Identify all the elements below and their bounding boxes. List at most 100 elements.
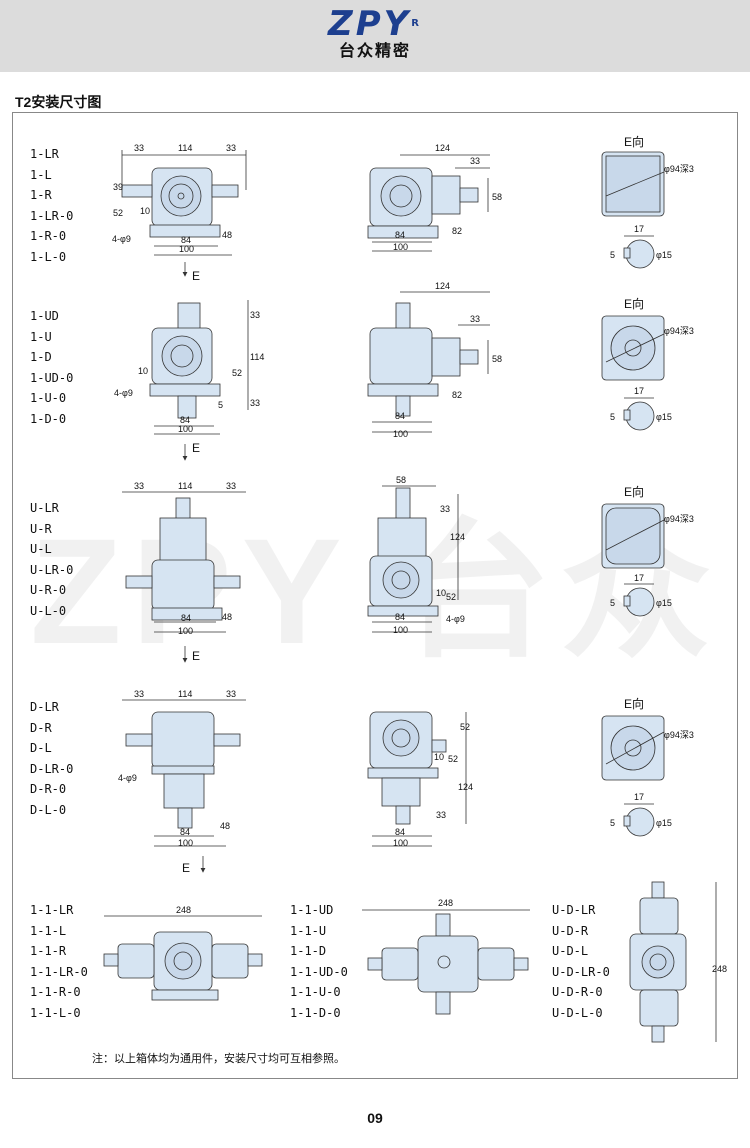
dim-label: 52 — [460, 722, 470, 732]
dim-label: 33 — [226, 689, 236, 699]
dim-label: 10 — [436, 588, 446, 598]
dim-label: 17 — [634, 386, 644, 396]
dim-label: φ15 — [656, 598, 672, 608]
dim-label: 52 — [448, 754, 458, 764]
dim-label: 33 — [250, 398, 260, 408]
model-list-group-3: U-LR U-R U-L U-LR-0 U-R-0 U-L-0 — [30, 498, 73, 621]
dim-label: 33 — [134, 689, 144, 699]
e-view-dims-4: E向 φ94深3 17 φ15 5 — [610, 696, 694, 828]
view-arrow-label: E — [182, 861, 190, 875]
model-name: 1-1-UD — [290, 903, 334, 917]
dim-label: 17 — [634, 573, 644, 583]
dim-label: 52 — [113, 208, 123, 218]
side-dims-3: 58 33 124 10 52 4-φ9 84 100 — [393, 475, 465, 635]
view-label: E向 — [624, 484, 644, 499]
dim-label: φ15 — [656, 412, 672, 422]
dim-label: 33 — [440, 504, 450, 514]
model-name: 1-1-D — [290, 944, 327, 958]
model-name: 1-1-U-0 — [290, 985, 341, 999]
dim-label: 248 — [176, 905, 191, 915]
dim-label: 124 — [435, 281, 450, 291]
front-dims-4: 33 114 33 4-φ9 48 84 100 E — [118, 689, 236, 875]
dim-label: 114 — [250, 352, 264, 362]
side-view-3 — [367, 485, 459, 633]
dim-label: 248 — [712, 964, 727, 974]
model-name: D-L — [30, 741, 52, 755]
model-name: 1-1-D-0 — [290, 1005, 341, 1020]
dim-label: 48 — [222, 612, 232, 622]
model-list-bottom-2: 1-1-UD 1-1-U 1-1-D 1-1-UD-0 1-1-U-0 1-1-… — [290, 900, 348, 1023]
model-name: 1-U-0 — [30, 391, 67, 405]
model-name: 1-1-LR — [30, 903, 74, 917]
dim-label: 33 — [134, 481, 144, 491]
dim-label: 33 — [250, 310, 260, 320]
dim-label: 100 — [393, 838, 408, 848]
model-name: 1-LR-0 — [30, 208, 74, 223]
dim-label: 100 — [178, 838, 193, 848]
model-name: 1-UD-0 — [30, 370, 74, 385]
view-arrow-label: E — [192, 649, 200, 663]
side-dims-4: 52 10 52 124 33 84 100 — [393, 722, 473, 848]
dim-label: 4-φ9 — [446, 614, 465, 624]
side-dims-1: 124 33 58 84 82 100 — [393, 143, 502, 252]
model-name: U-D-LR — [552, 903, 596, 917]
view-label: E向 — [624, 696, 644, 711]
dim-label: 100 — [178, 626, 193, 636]
dim-label: 10 — [140, 206, 150, 216]
front-dims-2: 33 114 33 52 10 5 4-φ9 84 100 E — [114, 310, 264, 455]
model-name: D-L-0 — [30, 802, 67, 817]
bottom-view-3 — [629, 881, 717, 1043]
footnote: 注：以上箱体均为通用件，安装尺寸均可互相参照。 — [92, 1053, 345, 1065]
bottom-view-1 — [103, 915, 263, 1001]
side-view-1 — [367, 154, 490, 252]
model-list-bottom-3: U-D-LR U-D-R U-D-L U-D-LR-0 U-D-R-0 U-D-… — [552, 900, 610, 1023]
model-name: U-LR-0 — [30, 562, 74, 577]
e-view-dims-1: E向 φ94深3 17 φ15 5 — [610, 134, 694, 260]
section-title: T2安装尺寸图 — [15, 94, 102, 110]
dim-label: 10 — [138, 366, 148, 376]
front-view-1 — [121, 150, 247, 277]
dim-label: 100 — [393, 625, 408, 635]
model-list-group-2: 1-UD 1-U 1-D 1-UD-0 1-U-0 1-D-0 — [30, 306, 73, 429]
view-label: E向 — [624, 296, 644, 311]
dim-label: 100 — [393, 429, 408, 439]
brand-logo: ZPYR 台众精密 — [0, 6, 750, 62]
model-name: 1-1-U — [290, 923, 327, 938]
e-view-dims-3: E向 φ94深3 17 φ15 5 — [610, 484, 694, 608]
model-name: 1-L-0 — [30, 249, 67, 264]
model-name: 1-1-L-0 — [30, 1005, 81, 1020]
model-name: 1-1-LR-0 — [30, 964, 88, 979]
dim-label: 84 — [395, 230, 405, 240]
dim-label: 100 — [393, 242, 408, 252]
front-view-3 — [122, 491, 246, 663]
dim-label: 5 — [218, 400, 223, 410]
dim-label: φ94深3 — [664, 514, 694, 524]
front-dims-3: 33 114 33 48 84 100 E — [134, 481, 236, 663]
dim-label: 84 — [181, 235, 191, 245]
model-list-group-1: 1-LR 1-L 1-R 1-LR-0 1-R-0 1-L-0 — [30, 144, 73, 267]
model-name: 1-1-R — [30, 944, 67, 958]
dim-label: 33 — [470, 314, 480, 324]
model-name: 1-R — [30, 188, 52, 202]
dim-label: 33 — [470, 156, 480, 166]
brand-name: ZPY — [328, 4, 412, 44]
dim-label: 58 — [396, 475, 406, 485]
front-view-2 — [149, 300, 249, 461]
model-name: U-D-R-0 — [552, 985, 603, 999]
dim-label: 84 — [180, 415, 190, 425]
dim-label: 124 — [435, 143, 450, 153]
dim-label: 84 — [181, 613, 191, 623]
registered-mark: R — [411, 18, 422, 29]
view-arrow-label: E — [192, 441, 200, 455]
dim-label: 84 — [180, 827, 190, 837]
dim-label: 5 — [610, 250, 615, 260]
drawing-frame — [12, 112, 738, 1079]
dim-label: 39 — [113, 182, 123, 192]
dim-label: 5 — [610, 818, 615, 828]
dim-label: 82 — [452, 226, 462, 236]
page-number: 09 — [367, 1110, 383, 1126]
dim-label: 84 — [395, 612, 405, 622]
model-list-bottom-1: 1-1-LR 1-1-L 1-1-R 1-1-LR-0 1-1-R-0 1-1-… — [30, 900, 88, 1023]
dim-label: 114 — [178, 143, 192, 153]
dim-label: 248 — [438, 898, 453, 908]
